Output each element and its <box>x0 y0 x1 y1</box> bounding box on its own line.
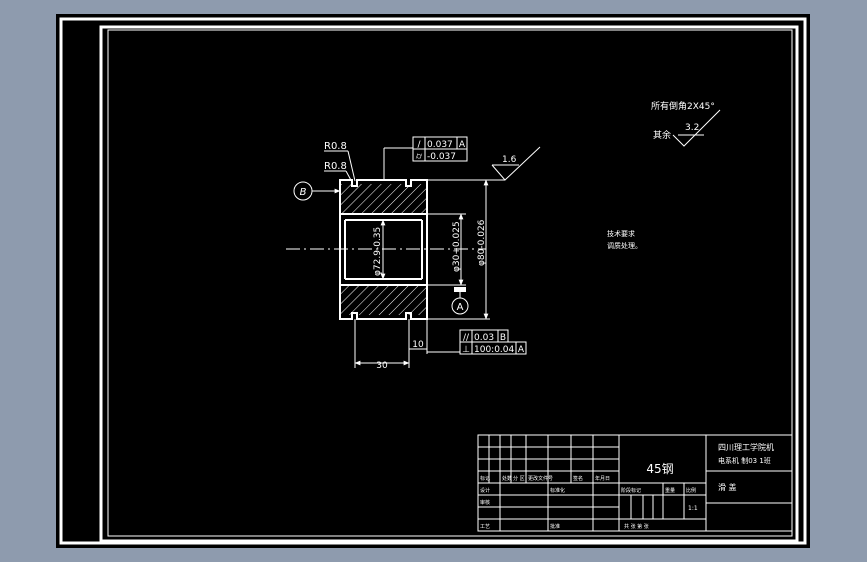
svg-text://: // <box>463 333 470 343</box>
svg-text:分 区: 分 区 <box>513 475 525 482</box>
svg-text:1:1: 1:1 <box>688 505 698 512</box>
other-roughness-label: 其余 <box>653 129 671 141</box>
datum-a: A <box>451 287 469 315</box>
notes-top-right: 所有倒角2X45° 其余 3.2 <box>651 100 721 147</box>
dim-d30: φ30+0.025 <box>422 213 466 286</box>
part-name: 滑 盖 <box>718 482 737 492</box>
radius-label-1: R0.8 <box>324 141 347 152</box>
radius-label-2: R0.8 <box>324 161 347 172</box>
svg-text:签名: 签名 <box>573 475 583 482</box>
tech-line1: 调质处理。 <box>607 241 642 250</box>
svg-text:⌭: ⌭ <box>416 152 423 162</box>
dim-d80: φ80-0.026 <box>427 179 490 320</box>
svg-text:φ72.9-0.35: φ72.9-0.35 <box>373 227 383 276</box>
hatch-top <box>340 184 427 214</box>
svg-text:3.2: 3.2 <box>685 123 699 133</box>
title-block: 标记 处数 分 区 更改文件号 签名 年月日 设计 标准化 审核 工艺 批准 4… <box>477 434 793 532</box>
dim-d72: φ72.9-0.35 <box>373 219 386 280</box>
class-label: 电系机 制03 1班 <box>718 456 771 465</box>
datum-b: B <box>293 181 341 201</box>
svg-text:10: 10 <box>412 340 424 350</box>
chamfer-note: 所有倒角2X45° <box>651 100 715 112</box>
svg-text:比例: 比例 <box>686 487 696 494</box>
svg-text:A: A <box>459 140 466 150</box>
inner-frame <box>99 25 799 543</box>
dim-len30: 30 <box>354 319 410 371</box>
drawing-border <box>107 29 793 537</box>
svg-text:标记: 标记 <box>480 475 490 482</box>
svg-text:B: B <box>300 187 307 198</box>
svg-text:φ80-0.026: φ80-0.026 <box>477 219 487 266</box>
svg-text:共 张 第 张: 共 张 第 张 <box>624 523 649 530</box>
drawing-canvas: B R0.8 R0.8 / 0.037 A ⌭ -0.037 1.6 <box>59 17 807 545</box>
svg-text:工艺: 工艺 <box>480 524 490 530</box>
svg-text:/: / <box>417 140 421 150</box>
svg-text:⊥: ⊥ <box>462 345 470 355</box>
svg-text:批准: 批准 <box>550 523 560 530</box>
material-label: 45钢 <box>646 462 673 476</box>
svg-text:A: A <box>457 302 464 313</box>
svg-text:设计: 设计 <box>480 487 490 494</box>
tech-notes: 技术要求 调质处理。 <box>607 229 642 250</box>
svg-text:φ30+0.025: φ30+0.025 <box>452 221 462 272</box>
svg-text:审核: 审核 <box>480 499 490 506</box>
svg-text:更改文件号: 更改文件号 <box>528 475 553 482</box>
hatch-bottom <box>340 285 427 315</box>
radius-labels: R0.8 R0.8 <box>324 141 356 183</box>
svg-text:年月日: 年月日 <box>595 475 610 482</box>
svg-text:30: 30 <box>376 361 388 371</box>
svg-text:B: B <box>500 333 506 343</box>
school-name: 四川理工学院机 <box>718 442 774 452</box>
svg-text:处数: 处数 <box>502 475 512 482</box>
tech-title: 技术要求 <box>607 229 635 238</box>
svg-text:0.037: 0.037 <box>427 140 453 150</box>
svg-text:标准化: 标准化 <box>550 487 565 494</box>
svg-text:-0.037: -0.037 <box>427 152 456 162</box>
dim-len10: 10 <box>409 319 428 354</box>
svg-text:重量: 重量 <box>665 487 675 494</box>
svg-text:100:0.04: 100:0.04 <box>474 345 515 355</box>
tolerance-top: / 0.037 A ⌭ -0.037 <box>383 136 468 180</box>
svg-text:阶段标记: 阶段标记 <box>621 487 641 494</box>
svg-text:0.03: 0.03 <box>474 333 494 343</box>
svg-text:A: A <box>518 345 525 355</box>
outer-frame <box>59 17 807 545</box>
svg-text:1.6: 1.6 <box>502 155 517 165</box>
tolerance-bottom: // 0.03 B ⊥ 100:0.04 A <box>426 319 527 355</box>
drawing-sheet: B R0.8 R0.8 / 0.037 A ⌭ -0.037 1.6 <box>56 14 810 548</box>
